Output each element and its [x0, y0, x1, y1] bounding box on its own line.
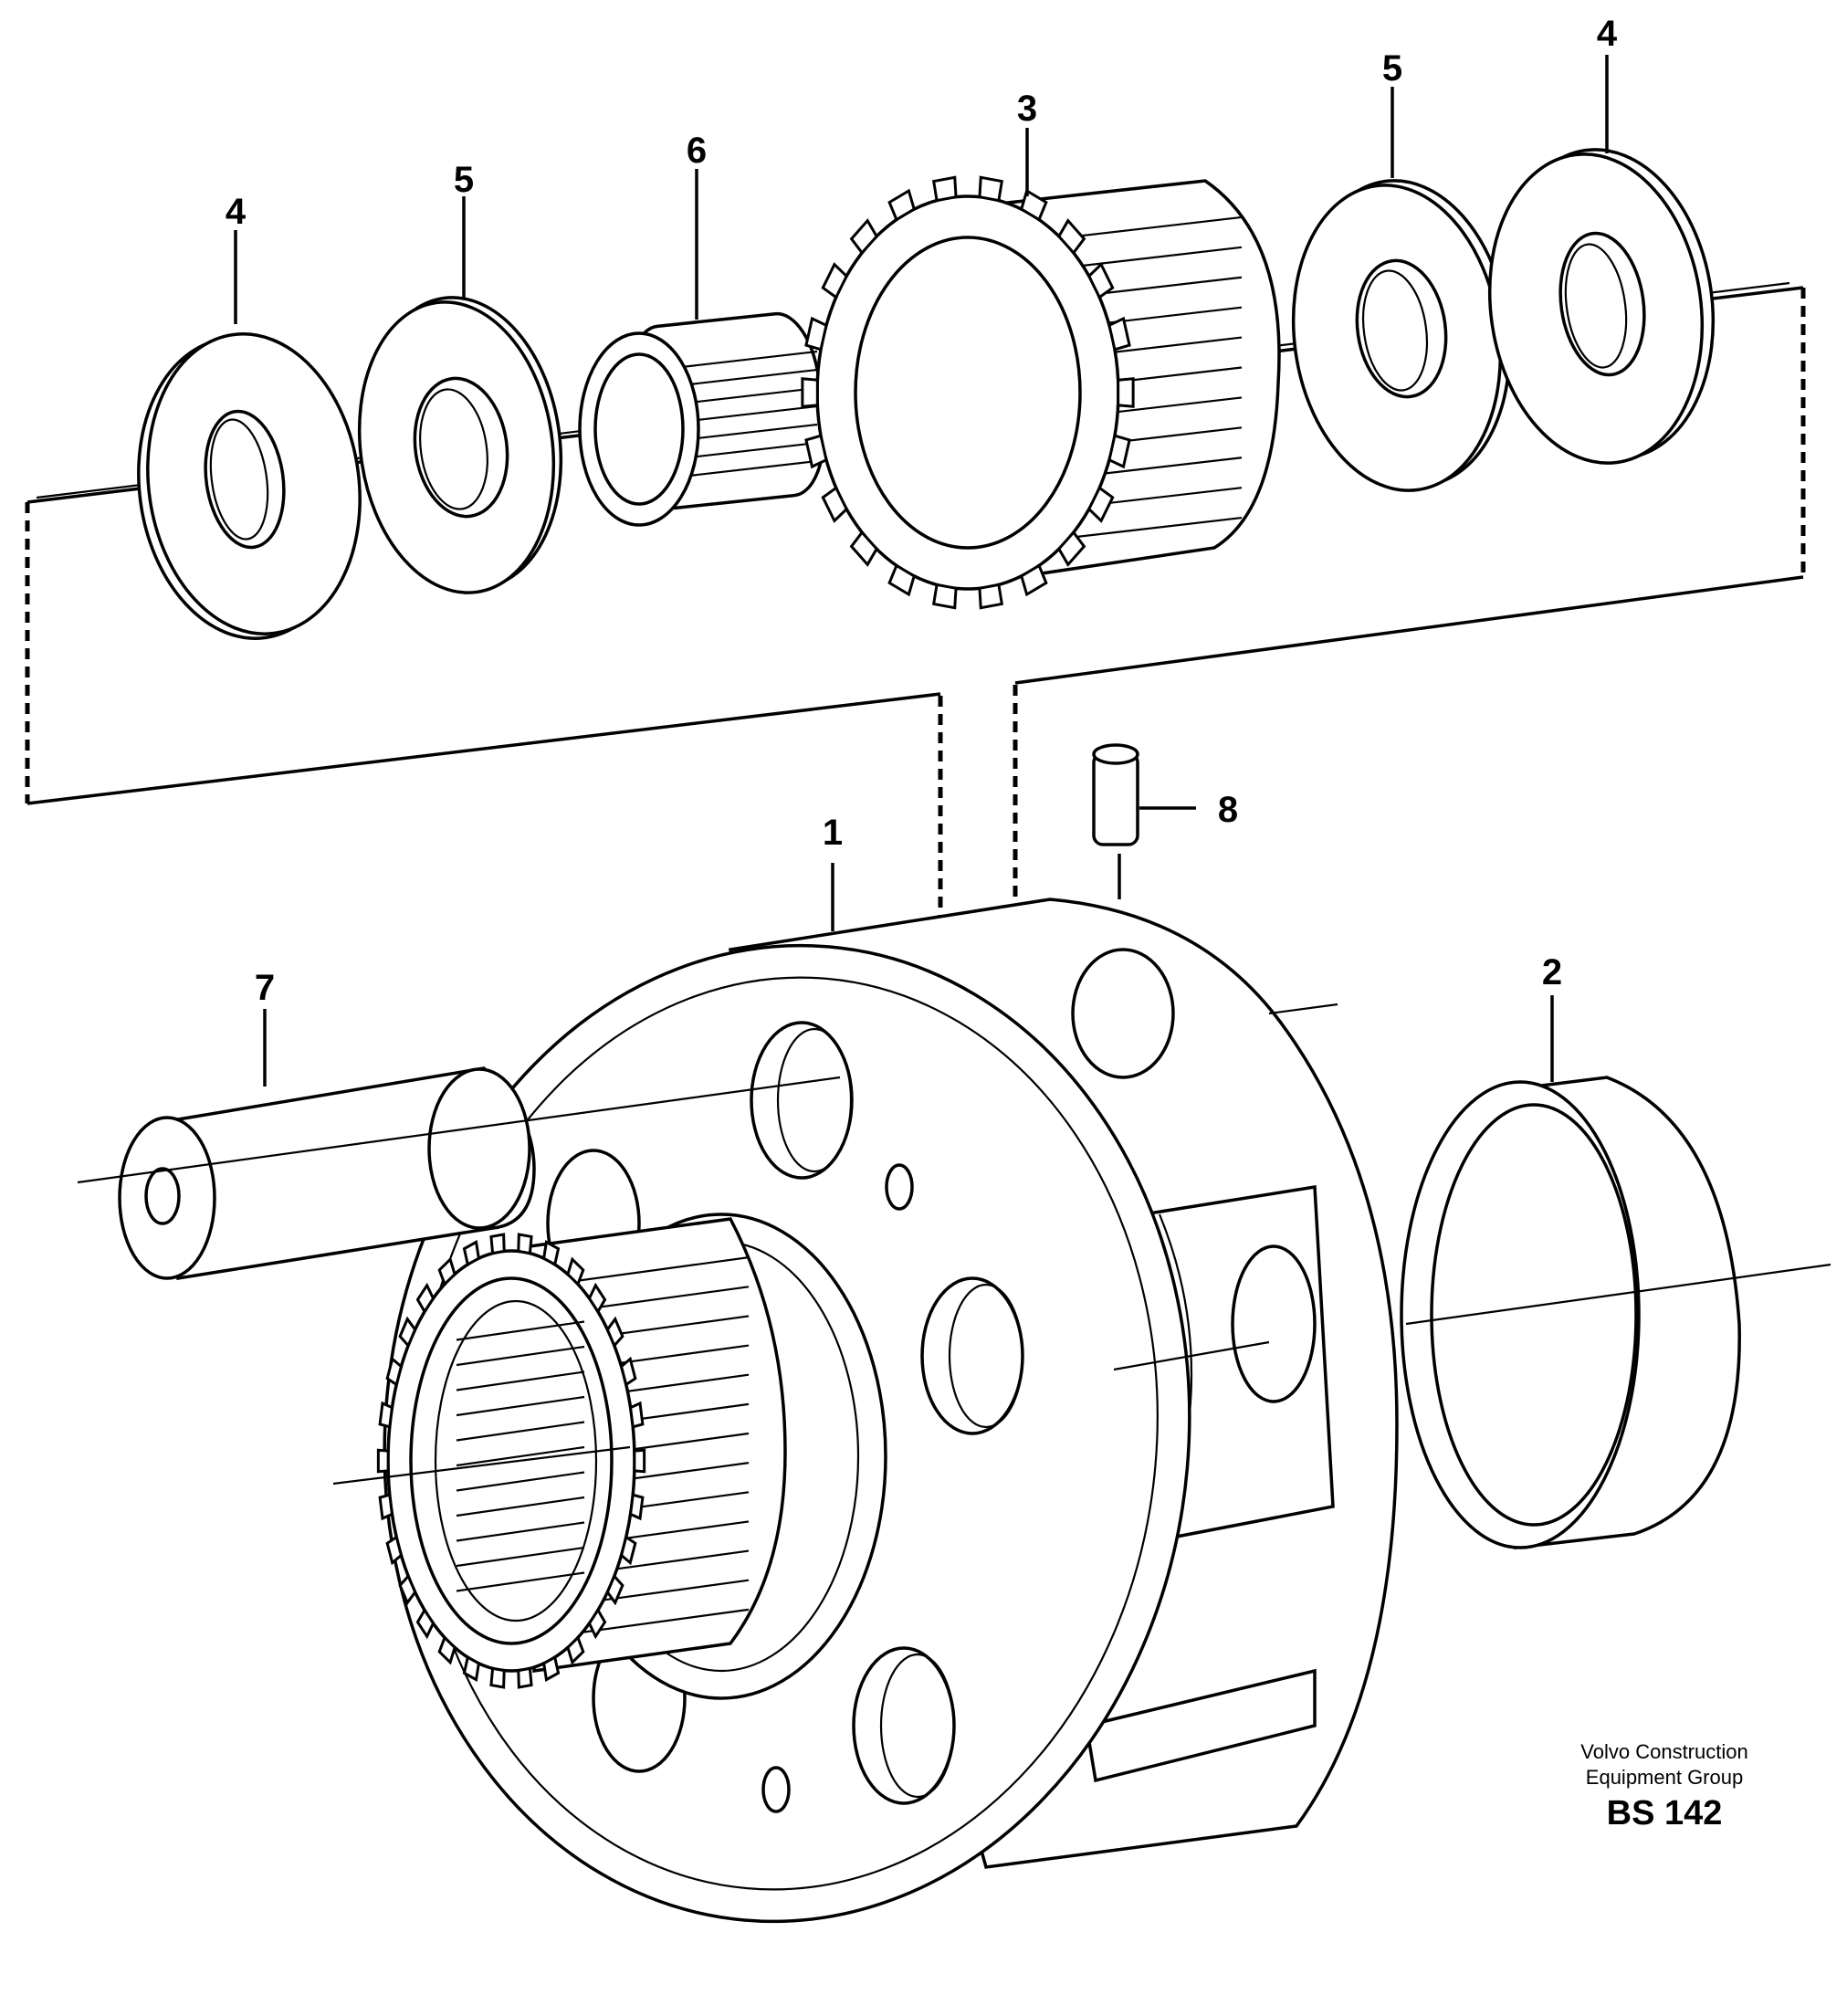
hub-spline-tooth [462, 1654, 481, 1682]
hub-inner-spline [456, 1421, 585, 1442]
washer-right-inner [1291, 179, 1512, 492]
planet-gear-tooth [1019, 188, 1048, 222]
callout-washer-left-inner: 5 [454, 160, 474, 200]
hub-spline-tooth [437, 1634, 457, 1665]
planet-gear-tooth [1056, 218, 1086, 256]
callout-washer-right-inner: 5 [1382, 48, 1402, 89]
planet-gear-tooth [821, 486, 849, 523]
hub-inner-spline [456, 1370, 585, 1391]
hub-spline-tooth [378, 1493, 394, 1521]
hub-spline-tooth [541, 1654, 561, 1682]
planet-gear-tooth [931, 175, 958, 203]
pin [1092, 743, 1196, 899]
top-leaders [234, 55, 1609, 324]
hub-spline-tooth [633, 1448, 646, 1474]
planet-gear-tooth [1056, 530, 1086, 567]
planet-gear-tooth [887, 188, 917, 222]
planet-gear-tooth [801, 377, 819, 408]
credit-org-line1: Volvo Construction [1580, 1740, 1748, 1763]
planet-gear-tooth [1117, 377, 1135, 408]
drawing-code: BS 142 [1606, 1794, 1723, 1832]
planet-gear-tooth [849, 530, 879, 567]
callout-shaft: 7 [255, 968, 275, 1008]
hub-spline-tooth [517, 1666, 533, 1689]
needle-bearing [578, 311, 826, 527]
hub-spline-tooth [376, 1448, 390, 1474]
hub-spline-tooth [605, 1573, 624, 1606]
hub-inner-spline [456, 1571, 585, 1592]
hub-spline-tooth [489, 1666, 506, 1689]
planet-gear-tooth [821, 262, 849, 299]
callout-washer-right-outer: 4 [1597, 14, 1618, 54]
hub-inner-spline [456, 1521, 585, 1542]
planet-gear-tooth [1086, 262, 1115, 299]
callout-needle-bearing: 6 [687, 131, 707, 171]
hub-inner-spline [456, 1471, 585, 1492]
callout-pin: 8 [1218, 790, 1238, 830]
hub-spline-tooth [628, 1493, 645, 1521]
hub-inner-spline [456, 1395, 585, 1417]
bottom-leaders [263, 863, 1554, 1087]
bottom-axis-lines [77, 1003, 1831, 1486]
hub-spline-tooth [378, 1401, 394, 1429]
publisher-credit: Volvo Construction Equipment Group BS 14… [1537, 1739, 1792, 1836]
hub-spline-tooth [517, 1233, 533, 1255]
callout-washer-left-outer: 4 [226, 192, 247, 232]
hub-spline-tooth [462, 1240, 481, 1267]
planet-carrier [383, 898, 1399, 1924]
callout-carrier: 1 [823, 813, 843, 853]
callout-planet-gear: 3 [1017, 89, 1037, 129]
hub-spline-tooth [619, 1356, 637, 1387]
planet-gear-tooth [849, 218, 879, 256]
hub-spline-tooth [566, 1256, 585, 1287]
hub-spline-tooth [398, 1316, 417, 1349]
hub-spline-ridge [547, 1256, 750, 1286]
hub-spline-tooth [398, 1573, 417, 1606]
callout-bushing: 2 [1542, 952, 1562, 992]
planet-gear-tooth [1107, 434, 1131, 469]
hub-inner-spline [456, 1496, 585, 1517]
hub-spline-tooth [385, 1356, 404, 1387]
planet-gear-tooth [804, 316, 828, 352]
washer-left-inner [357, 296, 563, 594]
planet-gear-tooth [931, 583, 958, 610]
callout-labels: 4 5 6 3 5 4 8 1 7 2 [226, 14, 1618, 1008]
hub-inner-spline [456, 1445, 585, 1467]
planet-gear [801, 175, 1281, 610]
splined-hub [376, 1217, 787, 1689]
hub-spline-tooth [605, 1316, 624, 1349]
planet-gear-tooth [887, 563, 917, 597]
hub-spline-tooth [385, 1535, 404, 1566]
hub-spline-tooth [619, 1535, 637, 1566]
planet-gear-tooth [1019, 563, 1048, 597]
hub-spline-tooth [415, 1607, 436, 1640]
planet-gear-tooth [978, 583, 1004, 610]
hub-spline-tooth [587, 1607, 607, 1640]
washer-right-outer [1487, 148, 1716, 465]
planet-gear-tooth [1086, 486, 1115, 523]
hub-spline-tooth [437, 1256, 457, 1287]
hub-inner-spline [456, 1546, 585, 1568]
hub-spline-tooth [489, 1233, 506, 1255]
planet-gear-tooth [804, 434, 828, 469]
hub-spline-tooth [628, 1401, 645, 1429]
hub-inner-spline [456, 1320, 585, 1341]
hub-spline-tooth [587, 1282, 607, 1315]
pin-shaft [118, 1066, 536, 1281]
washer-left-outer [137, 332, 362, 640]
hub-spline-tooth [415, 1282, 436, 1315]
credit-org-line2: Equipment Group [1585, 1766, 1744, 1789]
hub-spline-tooth [566, 1634, 585, 1665]
planet-gear-tooth [978, 175, 1004, 203]
bushing [1400, 1076, 1741, 1549]
hub-spline-tooth [541, 1240, 561, 1267]
hub-inner-spline [456, 1345, 585, 1367]
planet-gear-tooth [1107, 316, 1131, 352]
